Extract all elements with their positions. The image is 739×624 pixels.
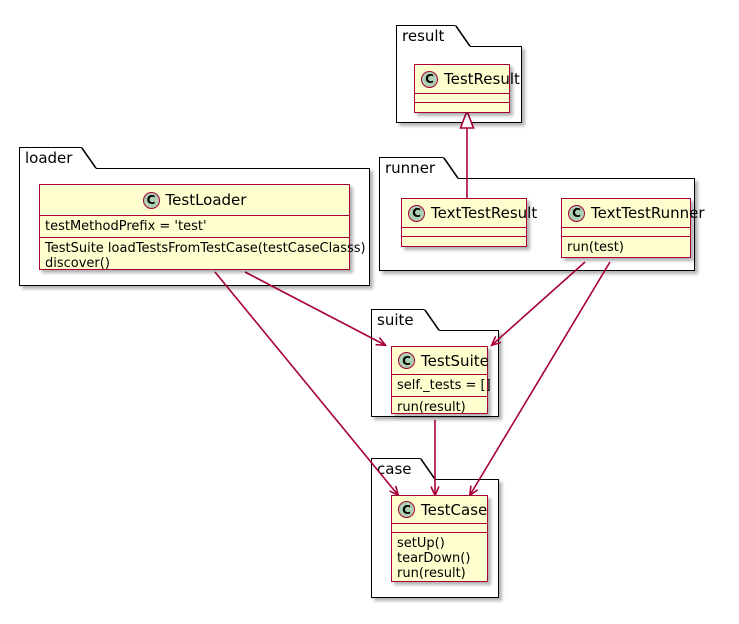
package-case-tab: case [371,458,421,480]
class-testloader[interactable]: C TestLoader testMethodPrefix = 'test' T… [39,184,366,271]
class-testcase-attributes [392,524,487,532]
package-result-tab: result [396,25,456,47]
class-texttestresult-header: C TextTestResult [402,199,537,227]
class-method: run(result) [397,400,466,415]
class-testsuite-separator-2 [392,396,487,397]
class-testcase-separator-2 [392,532,487,533]
package-result-tab-slant [455,25,471,47]
class-method: run(result) [397,566,466,581]
package-runner-label: runner [385,159,436,177]
class-texttestrunner-attributes [562,228,690,236]
class-texttestresult-methods [402,237,526,245]
class-testloader-separator-2 [40,237,349,238]
class-testcase-separator-1 [392,523,487,524]
package-loader-label: loader [25,149,73,167]
class-method: TestSuite loadTestsFromTestCase(testCase… [45,241,366,256]
class-method: tearDown() [397,551,471,566]
class-circle-icon: C [408,204,425,222]
package-runner[interactable]: runner C TextTestResult C TextTestRunner [379,157,705,271]
class-method: discover() [45,256,110,271]
class-testloader-separator-1 [40,215,349,216]
class-texttestresult[interactable]: C TextTestResult [401,198,537,247]
class-circle-icon: C [398,501,415,518]
class-circle-icon: C [142,191,160,209]
class-attribute: testMethodPrefix = 'test' [45,219,207,234]
class-method: run(test) [567,240,624,255]
package-loader-tab: loader [19,147,82,169]
package-suite-tab: suite [371,309,425,331]
class-circle-icon: C [398,352,415,369]
class-testsuite-header: C TestSuite [392,347,489,374]
package-suite-tab-slant [424,309,440,331]
class-circle-icon: C [568,204,585,222]
class-testresult-header: C TestResult [415,65,520,93]
class-texttestrunner[interactable]: C TextTestRunner run(test) [561,198,705,258]
package-suite-label: suite [377,311,414,329]
link-texttestrunner-to-testsuite [492,261,586,345]
class-testloader-methods: TestSuite loadTestsFromTestCase(testCase… [40,238,366,274]
class-texttestresult-separator-1 [402,227,526,228]
class-texttestrunner-header: C TextTestRunner [562,199,705,227]
class-testsuite-separator-1 [392,374,487,375]
class-testresult-name: TestResult [444,70,520,88]
package-loader-tab-slant [81,147,97,169]
class-testsuite[interactable]: C TestSuite self._tests = [] run(result) [391,346,491,415]
class-texttestrunner-methods: run(test) [562,237,690,258]
class-texttestresult-separator-2 [402,236,526,237]
class-testloader-header: C TestLoader [40,185,349,215]
package-loader[interactable]: loader C TestLoader testMethodPrefix = '… [19,147,370,286]
class-texttestrunner-separator-2 [562,236,690,237]
class-testresult-attributes [415,94,509,102]
class-testsuite-attributes: self._tests = [] [392,375,491,396]
package-case-tab-slant [420,458,436,480]
class-testloader-attributes: testMethodPrefix = 'test' [40,216,349,237]
class-method: setUp() [397,536,445,551]
class-circle-icon: C [421,70,438,88]
class-attribute: self._tests = [] [397,378,491,393]
class-testcase-methods: setUp() tearDown() run(result) [392,533,487,584]
package-runner-tab-slant [443,157,459,179]
class-testsuite-name: TestSuite [421,351,489,370]
package-result-label: result [402,27,445,45]
class-texttestrunner-name: TextTestRunner [591,204,705,222]
class-testresult-separator-1 [415,93,509,94]
package-case-label: case [377,460,412,478]
class-testsuite-methods: run(result) [392,397,487,418]
class-testcase-header: C TestCase [392,496,487,523]
package-result[interactable]: result C TestResult [396,25,522,123]
package-suite[interactable]: suite C TestSuite self._tests = [] run(r… [371,309,499,417]
class-testresult-separator-2 [415,102,509,103]
package-case[interactable]: case C TestCase setUp() tearDown() run(r… [371,458,499,598]
class-texttestresult-name: TextTestResult [431,204,538,222]
class-texttestresult-attributes [402,228,526,236]
class-testloader-name: TestLoader [165,191,247,209]
class-testresult-methods [415,103,509,111]
package-runner-tab: runner [379,157,444,179]
class-testcase[interactable]: C TestCase setUp() tearDown() run(result… [391,495,488,582]
class-testresult[interactable]: C TestResult [414,64,520,113]
class-testcase-name: TestCase [421,500,488,519]
class-texttestrunner-separator-1 [562,227,690,228]
